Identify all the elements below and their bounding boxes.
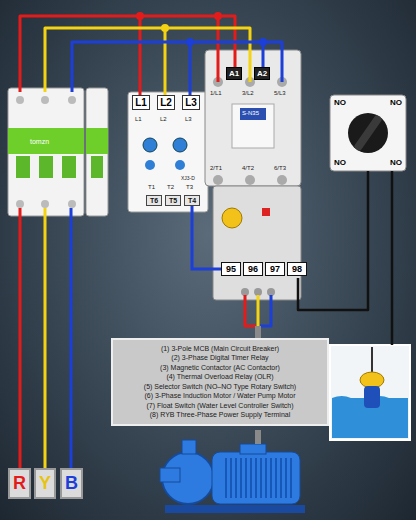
terminal-box: 96 [243, 262, 263, 276]
timer-relay [128, 92, 208, 212]
terminal-box: T6 [146, 195, 162, 206]
legend-line: (6) 3-Phase Induction Motor / Water Pump… [119, 391, 321, 400]
legend-line: (8) RYB Three-Phase Power Supply Termina… [119, 410, 321, 419]
legend-box: (1) 3-Pole MCB (Main Circuit Breaker)(2)… [111, 338, 329, 426]
terminal-label: 97 [268, 264, 282, 274]
water-pump [160, 440, 305, 513]
terminal-box: 95 [221, 262, 241, 276]
terminal-box: L1 [132, 95, 150, 110]
terminal-label: A1 [229, 69, 239, 78]
terminal-label: B [65, 473, 78, 494]
terminal-box: B [60, 468, 83, 499]
float-switch [330, 345, 410, 440]
terminal-box: A2 [254, 67, 270, 80]
mcb [8, 88, 108, 216]
legend-line: (1) 3-Pole MCB (Main Circuit Breaker) [119, 344, 321, 353]
terminal-label: 96 [246, 264, 260, 274]
part-label: L3 [185, 116, 192, 122]
terminal-label: R [13, 473, 26, 494]
part-label: L2 [160, 116, 167, 122]
terminal-box: R [8, 468, 31, 499]
part-label: T1 [148, 184, 155, 190]
legend-line: (7) Float Switch (Water Level Controller… [119, 401, 321, 410]
control-wire [192, 206, 221, 269]
part-label: L1 [135, 116, 142, 122]
terminal-box: L2 [157, 95, 175, 110]
terminal-box: L3 [182, 95, 200, 110]
part-label: T3 [186, 184, 193, 190]
wire-dots [136, 12, 267, 46]
part-label: NO [390, 99, 402, 107]
terminal-label: 98 [290, 264, 304, 274]
legend-line: (4) Thermal Overload Relay (OLR) [119, 372, 321, 381]
part-label: 1/L1 [210, 90, 222, 96]
legend-line: (2) 3-Phase Digital Timer Relay [119, 353, 321, 362]
part-label: XJ3-D [181, 176, 195, 181]
terminal-label: L2 [160, 97, 172, 108]
wires [20, 16, 392, 468]
part-label: 2/T1 [210, 165, 222, 171]
part-label: NO [390, 159, 402, 167]
legend-line: (3) Magnetic Contactor (AC Contactor) [119, 363, 321, 372]
terminal-box: T4 [184, 195, 200, 206]
terminal-label: T6 [149, 197, 159, 204]
legend-line: (5) Selector Switch (NO–NO Type Rotary S… [119, 382, 321, 391]
terminal-label: Y [39, 473, 51, 494]
terminal-box: Y [34, 468, 56, 499]
terminal-box: 98 [287, 262, 307, 276]
terminal-box: 97 [265, 262, 285, 276]
terminal-label: L1 [135, 97, 147, 108]
selector-switch [330, 95, 406, 171]
part-label: S-N35 [242, 110, 259, 116]
part-label: 3/L2 [242, 90, 254, 96]
part-label: 4/T2 [242, 165, 254, 171]
overload-relay [213, 186, 301, 300]
part-label: T2 [167, 184, 174, 190]
part-label: tomzn [30, 138, 49, 145]
part-label: 6/T3 [274, 165, 286, 171]
terminal-box: T5 [165, 195, 181, 206]
part-label: NO [334, 159, 346, 167]
part-label: NO [334, 99, 346, 107]
terminal-label: T4 [187, 197, 197, 204]
terminal-box: A1 [226, 67, 242, 80]
part-label: 5/L3 [274, 90, 286, 96]
terminal-label: 95 [224, 264, 238, 274]
terminal-label: T5 [168, 197, 178, 204]
terminal-label: A2 [257, 69, 267, 78]
terminal-label: L3 [185, 97, 197, 108]
